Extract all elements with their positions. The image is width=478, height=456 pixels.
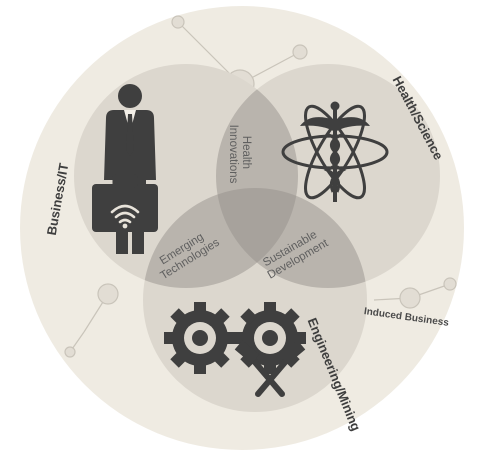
- atom-caduceus-icon: [281, 101, 389, 202]
- label-health-innovations-line2: Innovations: [227, 125, 239, 184]
- network-decoration: [64, 15, 457, 358]
- overlap-emerging-technologies: [143, 188, 298, 288]
- label-health-innovations-line1: Health: [240, 136, 252, 169]
- gears-crossed-hammers-icon: [164, 302, 306, 397]
- overlap-sustainable-development: [216, 188, 367, 288]
- businessman-with-briefcase-wifi-icon: [92, 84, 158, 254]
- label-health-innovations: Health Innovations: [227, 125, 252, 184]
